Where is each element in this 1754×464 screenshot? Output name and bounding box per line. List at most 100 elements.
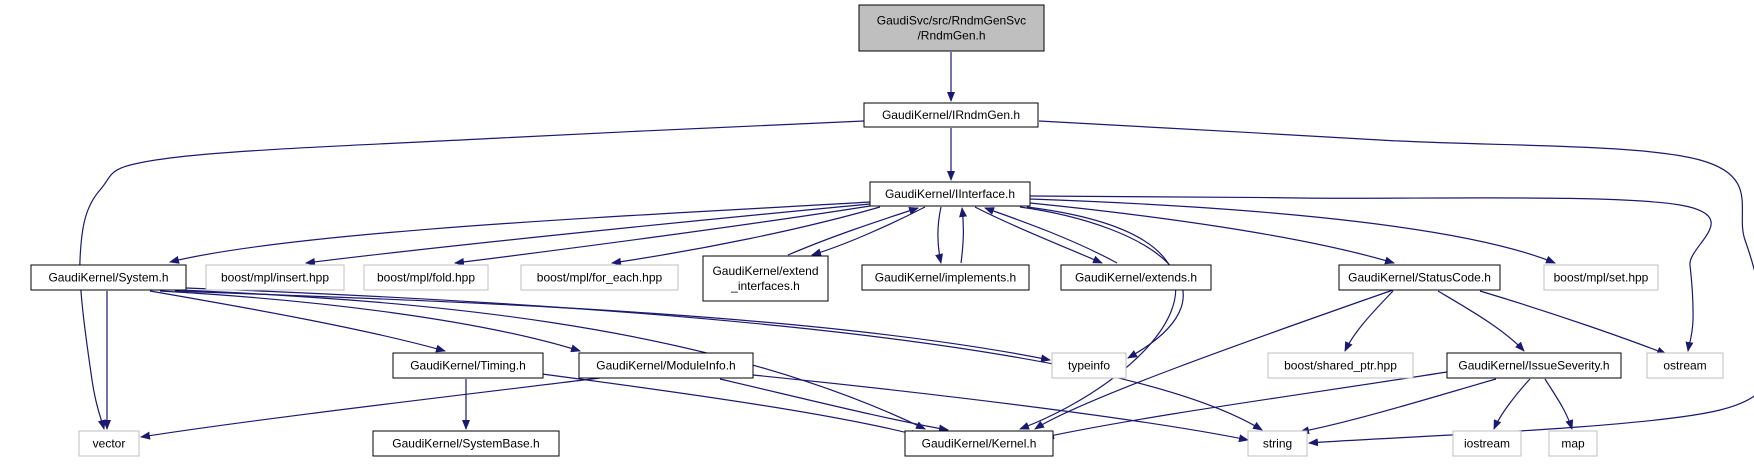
node-box [1051, 352, 1127, 379]
node-ostream: ostream [1646, 352, 1724, 379]
node-systembase[interactable]: GaudiKernel/SystemBase.h [372, 430, 560, 457]
node-label: boost/mpl/for_each.hpp [537, 271, 663, 285]
node-label: boost/mpl/fold.hpp [377, 271, 475, 285]
node-label: GaudiKernel/Timing.h [410, 359, 526, 373]
edge-implements-to-iinterface [959, 207, 968, 264]
node-box [363, 264, 489, 291]
node-label: ostream [1663, 359, 1706, 373]
node-label: GaudiKernel/IInterface.h [885, 187, 1015, 201]
node-box [858, 4, 1045, 52]
node-extend_interfaces[interactable]: GaudiKernel/extend_interfaces.h [702, 255, 829, 302]
edge-issueseverity-to-kernel [1044, 371, 1448, 440]
node-vector: vector [78, 430, 140, 457]
edge-iinterface-to-kernel [1019, 206, 1177, 430]
node-box [78, 430, 140, 457]
edge-extend_interfaces-to-iinterface [787, 206, 919, 256]
edge-iinterface-to-mpl_insert [305, 203, 871, 266]
edge-moduleinfo-to-string [752, 374, 1249, 443]
edge-statuscode-to-issueseverity [1437, 290, 1525, 352]
edge-statuscode-to-kernel [1034, 289, 1394, 430]
node-timing[interactable]: GaudiKernel/Timing.h [392, 352, 544, 379]
node-label: GaudiKernel/IssueSeverity.h [1458, 359, 1609, 373]
edges-layer [79, 51, 1754, 447]
edge-system-to-typeinfo [174, 290, 1051, 363]
node-label: GaudiKernel/Kernel.h [922, 437, 1037, 451]
node-mpl_fold: boost/mpl/fold.hpp [363, 264, 489, 291]
node-box [205, 264, 345, 291]
node-typeinfo: typeinfo [1051, 352, 1127, 379]
node-mpl_insert: boost/mpl/insert.hpp [205, 264, 345, 291]
nodes-layer: GaudiSvc/src/RndmGenSvc/RndmGen.hGaudiKe… [30, 4, 1724, 457]
node-system[interactable]: GaudiKernel/System.h [30, 264, 187, 291]
node-label: GaudiKernel/extends.h [1075, 271, 1197, 285]
edge-extends-to-iinterface [984, 207, 1118, 264]
edge-irndmgen-to-vector [79, 120, 865, 430]
node-label: boost/mpl/set.hpp [1554, 271, 1649, 285]
node-box [1452, 430, 1522, 457]
node-extends[interactable]: GaudiKernel/extends.h [1060, 264, 1212, 291]
node-moduleinfo[interactable]: GaudiKernel/ModuleInfo.h [578, 352, 754, 379]
node-box [1267, 352, 1414, 379]
node-root[interactable]: GaudiSvc/src/RndmGenSvc/RndmGen.h [858, 4, 1045, 52]
node-box [30, 264, 187, 291]
node-label: boost/mpl/insert.hpp [221, 271, 329, 285]
node-kernel[interactable]: GaudiKernel/Kernel.h [904, 430, 1054, 457]
node-map: map [1548, 430, 1598, 457]
edge-issueseverity-to-map [1544, 378, 1574, 430]
node-statuscode[interactable]: GaudiKernel/StatusCode.h [1338, 264, 1501, 291]
node-box [1338, 264, 1501, 291]
node-implements[interactable]: GaudiKernel/implements.h [861, 264, 1030, 291]
node-label: map [1561, 437, 1585, 451]
edge-moduleinfo-to-vector [140, 377, 601, 440]
node-iinterface[interactable]: GaudiKernel/IInterface.h [869, 181, 1031, 207]
node-box [1247, 430, 1308, 457]
node-box [1543, 264, 1659, 291]
node-box [702, 255, 829, 302]
node-box [1646, 352, 1724, 379]
edge-system-to-moduleinfo [159, 290, 581, 353]
edge-iinterface-to-mpl_set [1029, 198, 1556, 264]
node-label: boost/shared_ptr.hpp [1284, 359, 1397, 373]
node-box [392, 352, 544, 379]
node-box [904, 430, 1054, 457]
node-box [1060, 264, 1212, 291]
node-mpl_set: boost/mpl/set.hpp [1543, 264, 1659, 291]
edge-iinterface-to-extends [974, 206, 1103, 264]
node-label: GaudiKernel/System.h [48, 271, 168, 285]
node-box [520, 264, 679, 291]
node-label: string [1263, 437, 1292, 451]
node-label: iostream [1464, 437, 1510, 451]
node-label: GaudiKernel/IRndmGen.h [882, 108, 1020, 122]
edge-iinterface-to-system [169, 201, 871, 264]
node-box [372, 430, 560, 457]
edge-iinterface-to-ostream [1029, 195, 1712, 352]
edge-iinterface-to-mpl_for_each [611, 206, 881, 266]
node-label: GaudiKernel/implements.h [875, 271, 1016, 285]
node-label: GaudiKernel/StatusCode.h [1348, 271, 1491, 285]
node-label: GaudiSvc/src/RndmGenSvc [877, 14, 1026, 28]
node-label: /RndmGen.h [917, 29, 985, 43]
edge-iinterface-to-statuscode [1029, 202, 1395, 265]
node-shared_ptr: boost/shared_ptr.hpp [1267, 352, 1414, 379]
node-irndmgen[interactable]: GaudiKernel/IRndmGen.h [863, 102, 1039, 128]
edge-statuscode-to-shared_ptr [1344, 290, 1394, 352]
edge-iinterface-to-extend_interfaces [811, 206, 926, 257]
edge-timing-to-kernel [541, 373, 921, 438]
edge-issueseverity-to-string [1299, 378, 1497, 435]
node-issueseverity[interactable]: GaudiKernel/IssueSeverity.h [1446, 352, 1622, 379]
node-label: GaudiKernel/extend [712, 264, 818, 278]
edge-issueseverity-to-iostream [1493, 378, 1531, 430]
node-label: GaudiKernel/SystemBase.h [392, 437, 539, 451]
node-box [1446, 352, 1622, 379]
node-iostream: iostream [1452, 430, 1522, 457]
node-label: GaudiKernel/ModuleInfo.h [596, 359, 735, 373]
node-box [578, 352, 754, 379]
edge-iinterface-to-implements [935, 206, 943, 264]
node-box [863, 102, 1039, 128]
node-box [861, 264, 1030, 291]
node-box [869, 181, 1031, 207]
edge-moduleinfo-to-kernel [719, 378, 949, 433]
node-box [1548, 430, 1598, 457]
edge-system-to-kernel [179, 289, 926, 430]
